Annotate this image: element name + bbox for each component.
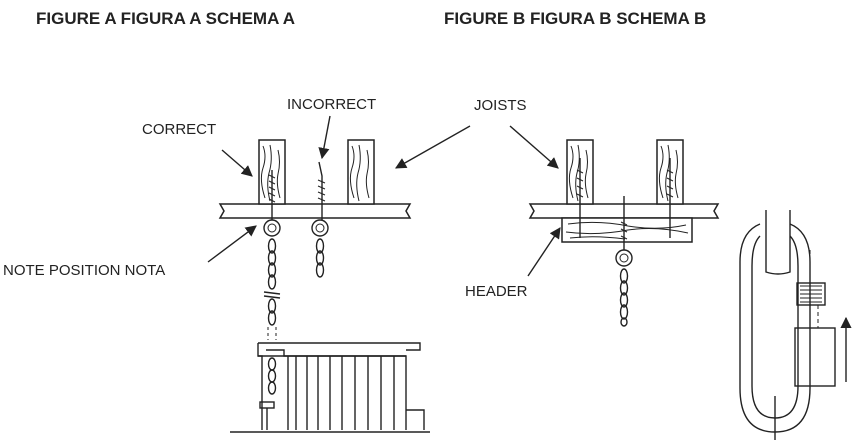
eye-screw-icon bbox=[615, 196, 633, 267]
incorrect-label: INCORRECT bbox=[287, 96, 376, 113]
joists-label: JOISTS bbox=[474, 97, 527, 114]
figure-a-title: FIGURE A FIGURA A SCHEMA A bbox=[36, 9, 295, 28]
joist-icon bbox=[347, 139, 375, 205]
note-position-label: NOTE POSITION NOTA bbox=[3, 262, 165, 279]
header-label: HEADER bbox=[465, 283, 528, 300]
figure-b: JOISTS HEADER bbox=[395, 97, 720, 327]
fan-unit bbox=[230, 342, 430, 433]
screw-icon bbox=[576, 158, 584, 238]
chain-icon bbox=[263, 238, 281, 340]
screw-icon bbox=[666, 158, 674, 238]
eye-screw-icon bbox=[263, 170, 281, 237]
quick-link-icon bbox=[739, 210, 836, 440]
correct-label: CORRECT bbox=[142, 121, 216, 138]
figure-b-title: FIGURE B FIGURA B SCHEMA B bbox=[444, 9, 706, 28]
figure-a: CORRECT INCORRECT NOTE POSITION NOTA bbox=[3, 96, 430, 433]
chain-icon bbox=[315, 238, 325, 278]
header-board bbox=[561, 217, 693, 243]
chain-icon bbox=[619, 268, 629, 327]
eye-screw-icon bbox=[311, 161, 329, 237]
ceiling-board bbox=[218, 203, 412, 219]
